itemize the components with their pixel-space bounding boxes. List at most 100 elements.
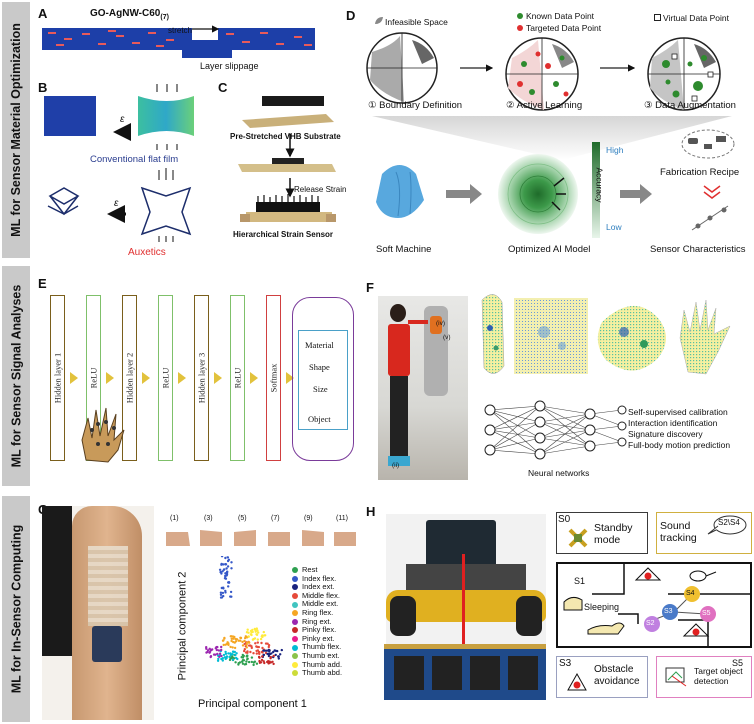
scatter-point — [245, 641, 249, 644]
scatter-point — [261, 646, 264, 650]
release-strain-label: Release Strain — [294, 185, 347, 194]
legend-item: Thumb flex. — [292, 643, 342, 652]
scatter-point — [244, 636, 247, 640]
scatter-point — [267, 644, 271, 647]
scatter-point — [223, 637, 226, 640]
known-label: Known Data Point — [526, 11, 595, 21]
legend-item: Index ext. — [292, 583, 342, 592]
scatter-point — [274, 653, 277, 657]
scatter-point — [230, 637, 233, 640]
legend-item: Ring flex. — [292, 607, 342, 618]
scatter-point — [245, 660, 248, 663]
pca-scatter-plot — [205, 556, 283, 667]
scatter-point — [227, 642, 230, 645]
arrow-3 — [142, 372, 150, 384]
legend-label: Ring ext. — [302, 616, 332, 626]
scatter-point — [234, 656, 238, 660]
step3-label: ③ Data Augmentation — [644, 100, 736, 111]
legend-dot — [292, 584, 298, 591]
characteristics-label: Sensor Characteristics — [650, 244, 746, 255]
infeasible-label: Infeasible Space — [385, 17, 448, 27]
scatter-point — [224, 563, 227, 566]
gesture-7: (7) — [271, 515, 280, 522]
flat-film-label: Conventional flat film — [90, 154, 179, 165]
relu-2: ReLU — [158, 295, 173, 461]
scatter-point — [254, 628, 257, 632]
sleeping-label: Sleeping — [584, 602, 620, 612]
scatter-point — [269, 655, 272, 659]
scatter-point — [257, 645, 260, 649]
pressure-heatmaps — [481, 294, 731, 375]
scatter-point — [260, 650, 263, 654]
legend-label: Thumb ext. — [302, 650, 340, 660]
hidden-layer-3: Hidden layer 3 — [194, 295, 209, 461]
task-1: Self-supervised calibration — [628, 407, 728, 417]
scatter-point — [220, 556, 224, 558]
row3-text: ML for In-Sensor Computing — [9, 524, 24, 694]
target-box — [656, 656, 752, 698]
known-point-dot — [517, 13, 523, 19]
legend-label: Thumb flex. — [302, 642, 342, 652]
scatter-point — [255, 652, 258, 655]
panel-c-label: C — [218, 80, 228, 95]
scatter-point — [223, 656, 227, 659]
node-s2: S2 — [646, 620, 655, 627]
scatter-point — [251, 638, 255, 641]
scatter-point — [249, 629, 253, 633]
scatter-point — [240, 656, 243, 659]
step2-label: ② Active Learning — [506, 100, 583, 111]
scatter-point — [255, 645, 258, 648]
scatter-point — [231, 655, 234, 658]
scatter-point — [222, 594, 225, 598]
strain-sensor-process — [238, 96, 336, 222]
scatter-point — [246, 658, 249, 661]
scatter-point — [229, 645, 232, 649]
tag-ii: (ii) — [392, 462, 400, 469]
s2s4-label: S2\S4 — [718, 518, 740, 527]
scatter-point — [233, 646, 237, 650]
sound-bubble-icon — [707, 515, 747, 535]
output-size: Size — [313, 384, 328, 394]
scatter-point — [231, 658, 235, 661]
hidden-layer-2: Hidden layer 2 — [122, 295, 137, 461]
scatter-point — [229, 590, 233, 594]
scatter-point — [249, 650, 252, 654]
scatter-point — [224, 643, 227, 646]
scatter-point — [224, 591, 227, 594]
scatter-point — [234, 661, 237, 664]
state-map-diagram — [563, 564, 750, 646]
panel-e-label: E — [38, 276, 47, 291]
scatter-point — [265, 649, 269, 652]
scatter-point — [253, 637, 257, 640]
scatter-point — [225, 573, 229, 576]
scatter-point — [222, 643, 225, 647]
low-label: Low — [606, 222, 622, 232]
hierarchical-sensor-label: Hierarchical Strain Sensor — [233, 230, 334, 239]
softmax-layer: Softmax — [266, 295, 281, 461]
scatter-point — [260, 658, 264, 662]
scatter-point — [256, 641, 259, 644]
scatter-point — [215, 648, 218, 652]
scatter-point — [217, 657, 220, 661]
scatter-point — [224, 650, 227, 654]
legend-dot — [292, 567, 298, 574]
recipe-label: Fabrication Recipe — [660, 167, 740, 178]
soft-machine-label: Soft Machine — [376, 244, 432, 255]
infeasible-space-icon — [375, 17, 383, 24]
legend-label: Index flex. — [302, 573, 337, 583]
scatter-point — [223, 577, 227, 580]
scatter-point — [248, 644, 251, 647]
scatter-point — [227, 585, 230, 588]
output-box — [298, 330, 348, 430]
output-material: Material — [305, 340, 334, 350]
scatter-point — [234, 653, 237, 657]
scatter-point — [229, 595, 232, 598]
legend-label: Ring flex. — [302, 607, 334, 617]
circuit-board-strip — [384, 644, 546, 700]
scatter-point — [214, 653, 217, 656]
legend-item: Middle flex. — [292, 591, 342, 601]
legend-label: Thumb abd. — [302, 668, 343, 678]
node-s4: S4 — [686, 590, 695, 597]
arrow-7 — [286, 372, 294, 384]
scatter-point — [228, 658, 232, 662]
